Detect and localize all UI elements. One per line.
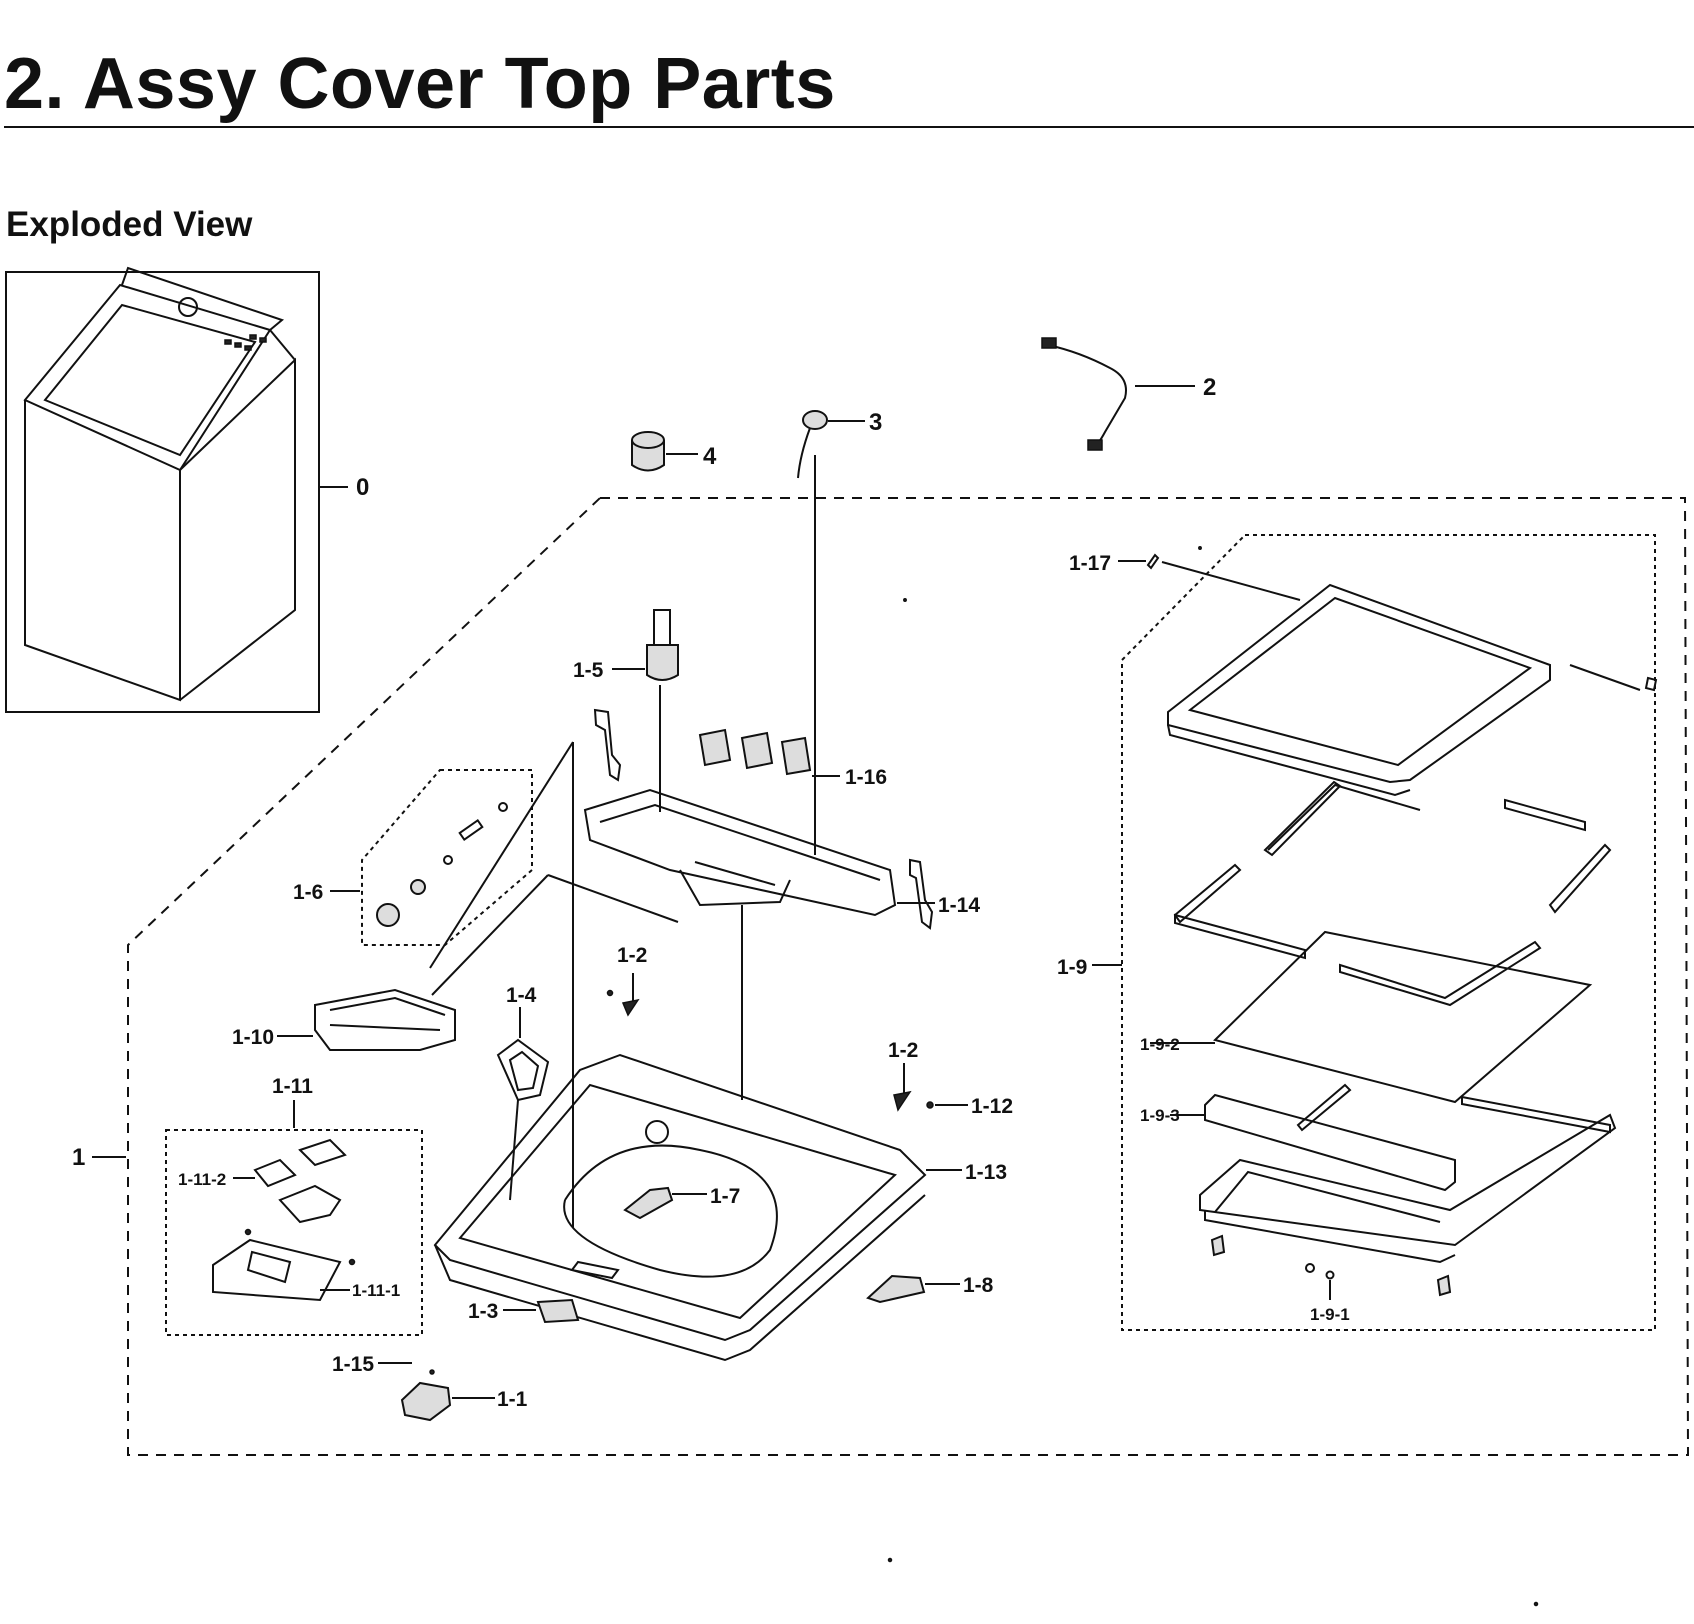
part-1-16: 1-16 <box>698 728 887 789</box>
washer-overview: 0 <box>5 266 369 713</box>
callout-1-12: 1-12 <box>971 1095 1013 1118</box>
part-1-9-lid-assembly: 1-9 1-17 1-9-2 1-9-3 <box>1057 534 1658 1331</box>
callout-1-15: 1-15 <box>332 1353 374 1376</box>
callout-3: 3 <box>869 409 882 436</box>
page-title: 2. Assy Cover Top Parts <box>4 44 836 124</box>
callout-1-2-upper: 1-2 <box>617 944 647 967</box>
part-1-13-top-cover: 1-13 <box>433 1053 1007 1362</box>
callout-1-7: 1-7 <box>710 1185 740 1208</box>
part-1-6-subgroup: 1-6 <box>293 769 533 946</box>
callout-1-14: 1-14 <box>938 894 980 917</box>
part-1-2-lower: 1-2 <box>888 1039 918 1112</box>
assembly-1-boundary <box>127 497 1690 1456</box>
part-1-10: 1-10 <box>232 988 456 1051</box>
part-1-12: 1-12 <box>926 1095 1013 1118</box>
callout-1-10: 1-10 <box>232 1026 274 1049</box>
part-3-sensor: 3 <box>797 409 882 855</box>
part-1-2-upper: 1-2 <box>606 944 647 1017</box>
callout-1-11-2: 1-11-2 <box>178 1170 226 1189</box>
callout-1-9-1: 1-9-1 <box>1310 1305 1350 1324</box>
part-2-wire-harness: 2 <box>1041 337 1216 451</box>
callout-1-13: 1-13 <box>965 1161 1007 1184</box>
part-4-knob: 4 <box>631 431 717 472</box>
callout-1-2-lower: 1-2 <box>888 1039 918 1062</box>
callout-1-3: 1-3 <box>468 1300 498 1323</box>
callout-1-1: 1-1 <box>497 1388 528 1411</box>
title-underline <box>4 126 1694 128</box>
callout-1-17: 1-17 <box>1069 552 1111 575</box>
part-1-4: 1-4 <box>496 984 550 1201</box>
callout-4: 4 <box>703 443 717 470</box>
part-1-15: 1-15 <box>332 1353 435 1376</box>
part-1-5: 1-5 <box>573 609 679 812</box>
callout-1-4: 1-4 <box>506 984 537 1007</box>
part-1-8: 1-8 <box>866 1274 994 1304</box>
overview-frame <box>5 271 320 713</box>
callout-1-11-1: 1-11-1 <box>352 1281 400 1300</box>
callout-1-16: 1-16 <box>845 766 887 789</box>
section-subtitle: Exploded View <box>6 205 253 244</box>
callout-1-11: 1-11 <box>272 1075 313 1098</box>
callout-1-8: 1-8 <box>963 1274 994 1297</box>
callout-1-5: 1-5 <box>573 659 604 682</box>
callout-1-9-2: 1-9-2 <box>1140 1035 1180 1054</box>
callout-1-6: 1-6 <box>293 881 323 904</box>
part-1-14-panel-frame: 1-14 <box>583 788 980 1100</box>
part-1-3: 1-3 <box>468 1298 580 1324</box>
callout-1: 1 <box>72 1144 85 1171</box>
part-1-11-subgroup: 1-11 1-11-2 1-11-1 <box>165 1075 423 1336</box>
callout-0: 0 <box>356 474 369 501</box>
callout-2: 2 <box>1203 374 1216 401</box>
callout-1-9-3: 1-9-3 <box>1140 1106 1180 1125</box>
callout-1-9: 1-9 <box>1057 956 1087 979</box>
part-1-1: 1-1 <box>400 1381 528 1422</box>
part-1-7: 1-7 <box>623 1185 740 1220</box>
